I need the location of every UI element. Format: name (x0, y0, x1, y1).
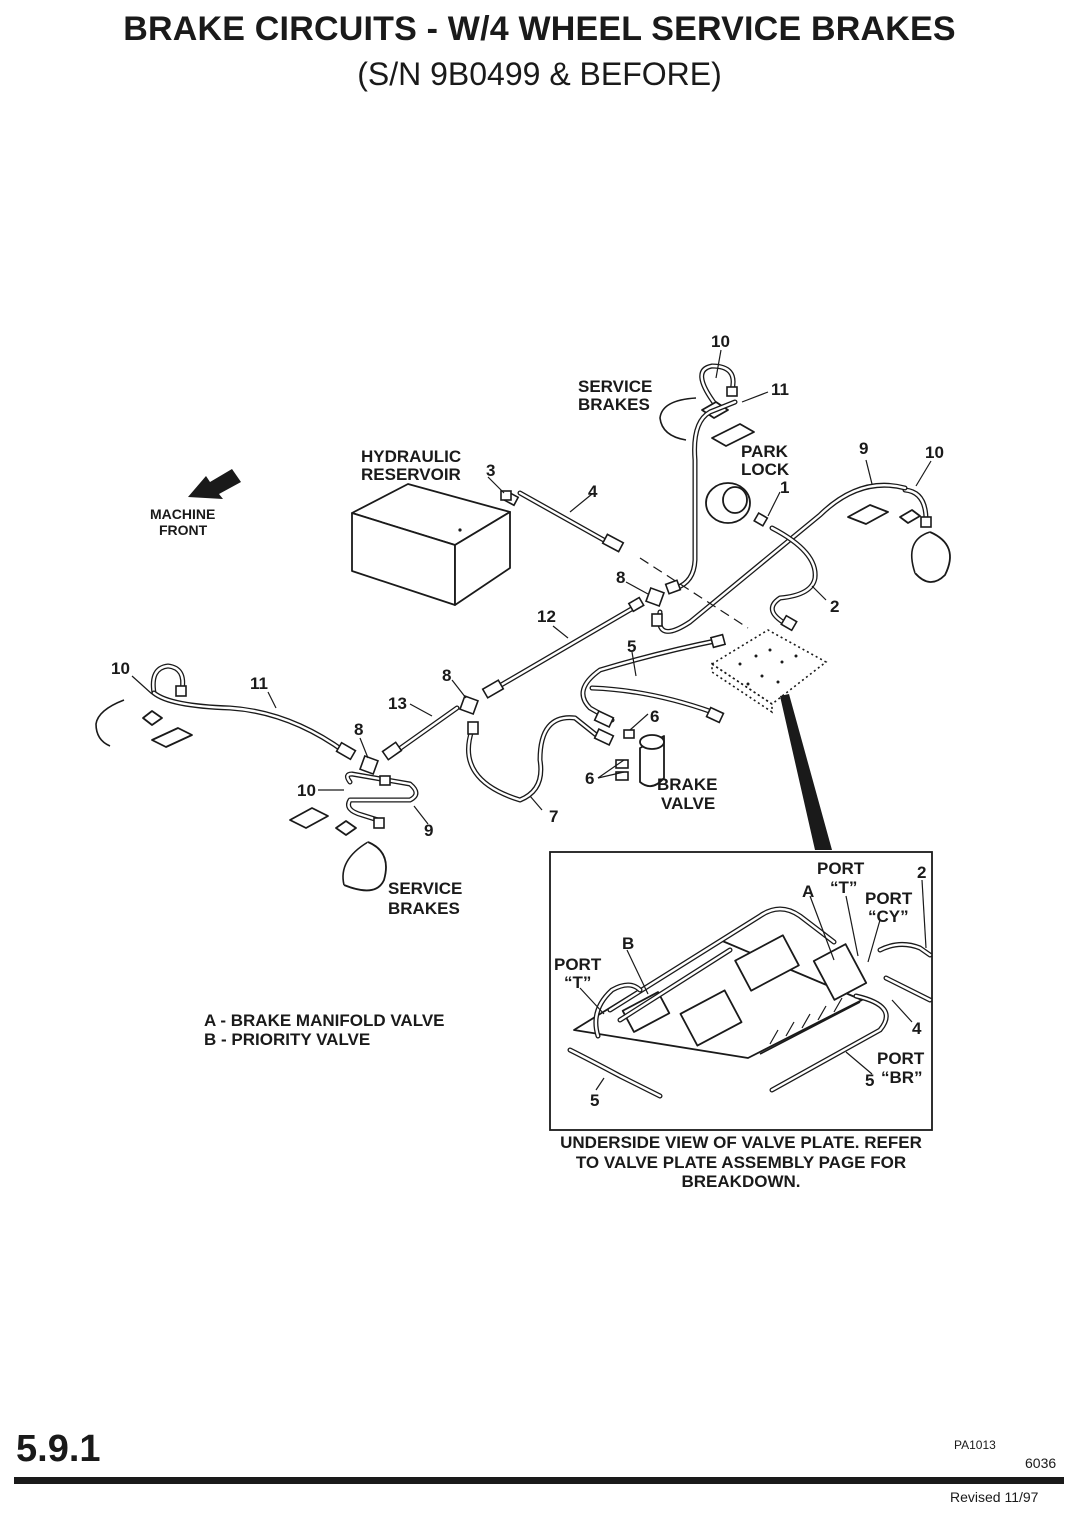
service-brake-right (847, 487, 951, 583)
label-letter-a: A (802, 882, 814, 901)
valve-plate-underside-inset (549, 851, 933, 1131)
label-port-br: PORT (877, 1049, 925, 1068)
callout-7: 7 (549, 807, 558, 826)
label-port-t-left-code: “T” (564, 973, 591, 992)
callout-6-lower: 6 (585, 769, 594, 788)
callout-8-lower: 8 (354, 720, 363, 739)
footer-rule (14, 1477, 1064, 1484)
label-service-lower: SERVICE (388, 879, 462, 898)
label-brakes-lower: BRAKES (388, 899, 460, 918)
machine-front-arrow-icon (188, 469, 241, 499)
page-title: BRAKE CIRCUITS - W/4 WHEEL SERVICE BRAKE… (123, 10, 956, 48)
label-service-brakes-upper: SERVICE (578, 377, 652, 396)
label-machine: MACHINE (150, 506, 215, 522)
inset-caption-line1: UNDERSIDE VIEW OF VALVE PLATE. REFER (560, 1133, 922, 1152)
callout-5: 5 (627, 637, 636, 656)
hose-5 (580, 633, 727, 728)
hose-13 (381, 705, 460, 761)
label-hydraulic: HYDRAULIC (361, 447, 461, 466)
page-number: 5.9.1 (16, 1428, 101, 1470)
callout-9-right: 9 (859, 439, 868, 458)
label-front: FRONT (159, 522, 208, 538)
callout-4: 4 (588, 482, 598, 501)
label-park: PARK (741, 442, 789, 461)
hose-9-right (656, 482, 908, 634)
service-brake-upper-right (659, 363, 755, 447)
tee-fitting-lower (359, 755, 379, 775)
hose-4 (502, 490, 625, 553)
label-port-cy-code: “CY” (868, 907, 909, 926)
label-reservoir: RESERVOIR (361, 465, 461, 484)
label-valve: VALVE (661, 794, 715, 813)
callout-10-top: 10 (711, 332, 730, 351)
inset-caption-line3: BREAKDOWN. (682, 1172, 801, 1191)
elbow-fitting-3 (500, 490, 512, 501)
callout-5-inset-left: 5 (590, 1091, 599, 1110)
inset-caption-line2: TO VALVE PLATE ASSEMBLY PAGE FOR (576, 1153, 906, 1172)
callout-11-top: 11 (771, 380, 789, 399)
hose-11-left (151, 690, 357, 761)
label-port-t-right: PORT (817, 859, 865, 878)
label-port-t-right-code: “T” (830, 878, 857, 897)
label-service-brakes-upper-2: BRAKES (578, 395, 650, 414)
callout-12: 12 (537, 607, 556, 626)
callout-6-upper: 6 (650, 707, 659, 726)
callout-leaders (131, 349, 932, 825)
hose-7 (466, 715, 615, 803)
hose-12 (481, 596, 645, 699)
doc-code: 6036 (1025, 1455, 1057, 1471)
page-subtitle: (S/N 9B0499 & BEFORE) (357, 56, 722, 92)
tee-fitting-middle (459, 695, 479, 715)
service-brake-lower (289, 771, 419, 892)
label-port-cy: PORT (865, 889, 913, 908)
label-brake: BRAKE (657, 775, 717, 794)
brake-valve (615, 729, 665, 788)
callout-11-left: 11 (250, 674, 268, 693)
callout-1: 1 (780, 478, 789, 497)
callout-8-middle: 8 (442, 666, 451, 685)
hydraulic-reservoir (351, 483, 511, 606)
label-port-br-code: “BR” (881, 1068, 923, 1087)
label-port-t-left: PORT (554, 955, 602, 974)
callout-2: 2 (830, 597, 839, 616)
callout-13: 13 (388, 694, 407, 713)
tee-fitting-upper (645, 587, 665, 627)
callout-9-lower: 9 (424, 821, 433, 840)
label-letter-b: B (622, 934, 634, 953)
callout-8-upper: 8 (616, 568, 625, 587)
park-lock-unit (705, 482, 769, 527)
hose-2 (769, 525, 818, 632)
callout-4-inset: 4 (912, 1019, 922, 1038)
legend-a: A - BRAKE MANIFOLD VALVE (204, 1011, 445, 1030)
service-brake-left (95, 663, 193, 748)
label-lock: LOCK (741, 460, 790, 479)
callout-10-left: 10 (111, 659, 130, 678)
revised-date: Revised 11/97 (950, 1489, 1039, 1505)
callout-10-lower: 10 (297, 781, 316, 800)
hose-service-upper (664, 399, 738, 595)
valve-plate (710, 629, 828, 714)
figure-code: PA1013 (954, 1438, 996, 1452)
callout-5-inset-right: 5 (865, 1071, 874, 1090)
inset-pointer (780, 694, 832, 850)
callout-10-right: 10 (925, 443, 944, 462)
callout-2-inset: 2 (917, 863, 926, 882)
legend-b: B - PRIORITY VALVE (204, 1030, 370, 1049)
callout-3: 3 (486, 461, 495, 480)
